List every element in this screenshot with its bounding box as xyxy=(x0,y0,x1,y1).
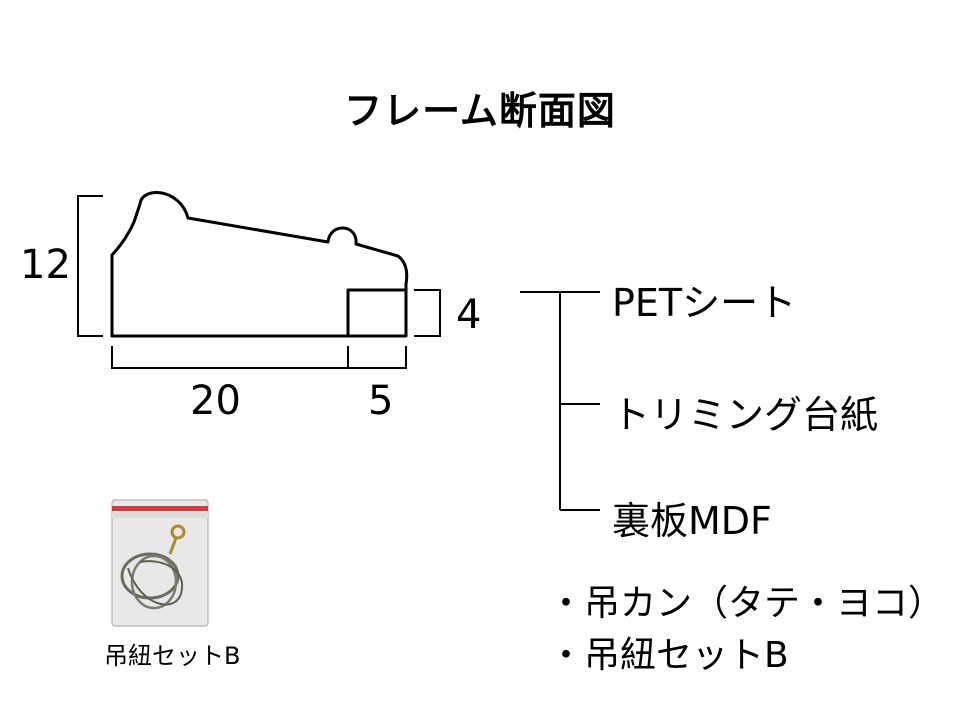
width-bracket xyxy=(111,346,407,369)
part-label-pet-sheet: PETシート xyxy=(612,281,797,325)
dimension-rebate-width: 5 xyxy=(368,378,394,424)
cord-coil xyxy=(120,552,180,600)
bag-seal xyxy=(112,512,208,518)
part-label-trimming-mat: トリミング台紙 xyxy=(612,393,879,437)
dimension-rebate-depth: 4 xyxy=(456,292,482,338)
hook-icon xyxy=(170,524,186,540)
page-title: フレーム断面図 xyxy=(344,89,616,133)
rebate-depth-bracket xyxy=(414,289,441,337)
bag-zipper xyxy=(112,506,208,511)
dimension-width: 20 xyxy=(190,378,241,424)
cord-strand xyxy=(127,560,184,606)
cord-coil-inner xyxy=(130,554,178,610)
photo-caption: 吊紐セットB xyxy=(104,642,241,670)
height-bracket xyxy=(77,195,103,337)
accessory-hanging-cord: ・吊紐セットB xyxy=(548,635,789,676)
accessory-hanger: ・吊カン（タテ・ヨコ） xyxy=(548,583,945,624)
hook-shaft xyxy=(168,537,178,555)
part-label-back-board: 裏板MDF xyxy=(612,499,772,543)
parts-leader-lines xyxy=(520,291,600,511)
frame-profile xyxy=(110,191,409,338)
hanging-cord-set-photo xyxy=(111,499,209,627)
dimension-height: 12 xyxy=(20,242,71,288)
